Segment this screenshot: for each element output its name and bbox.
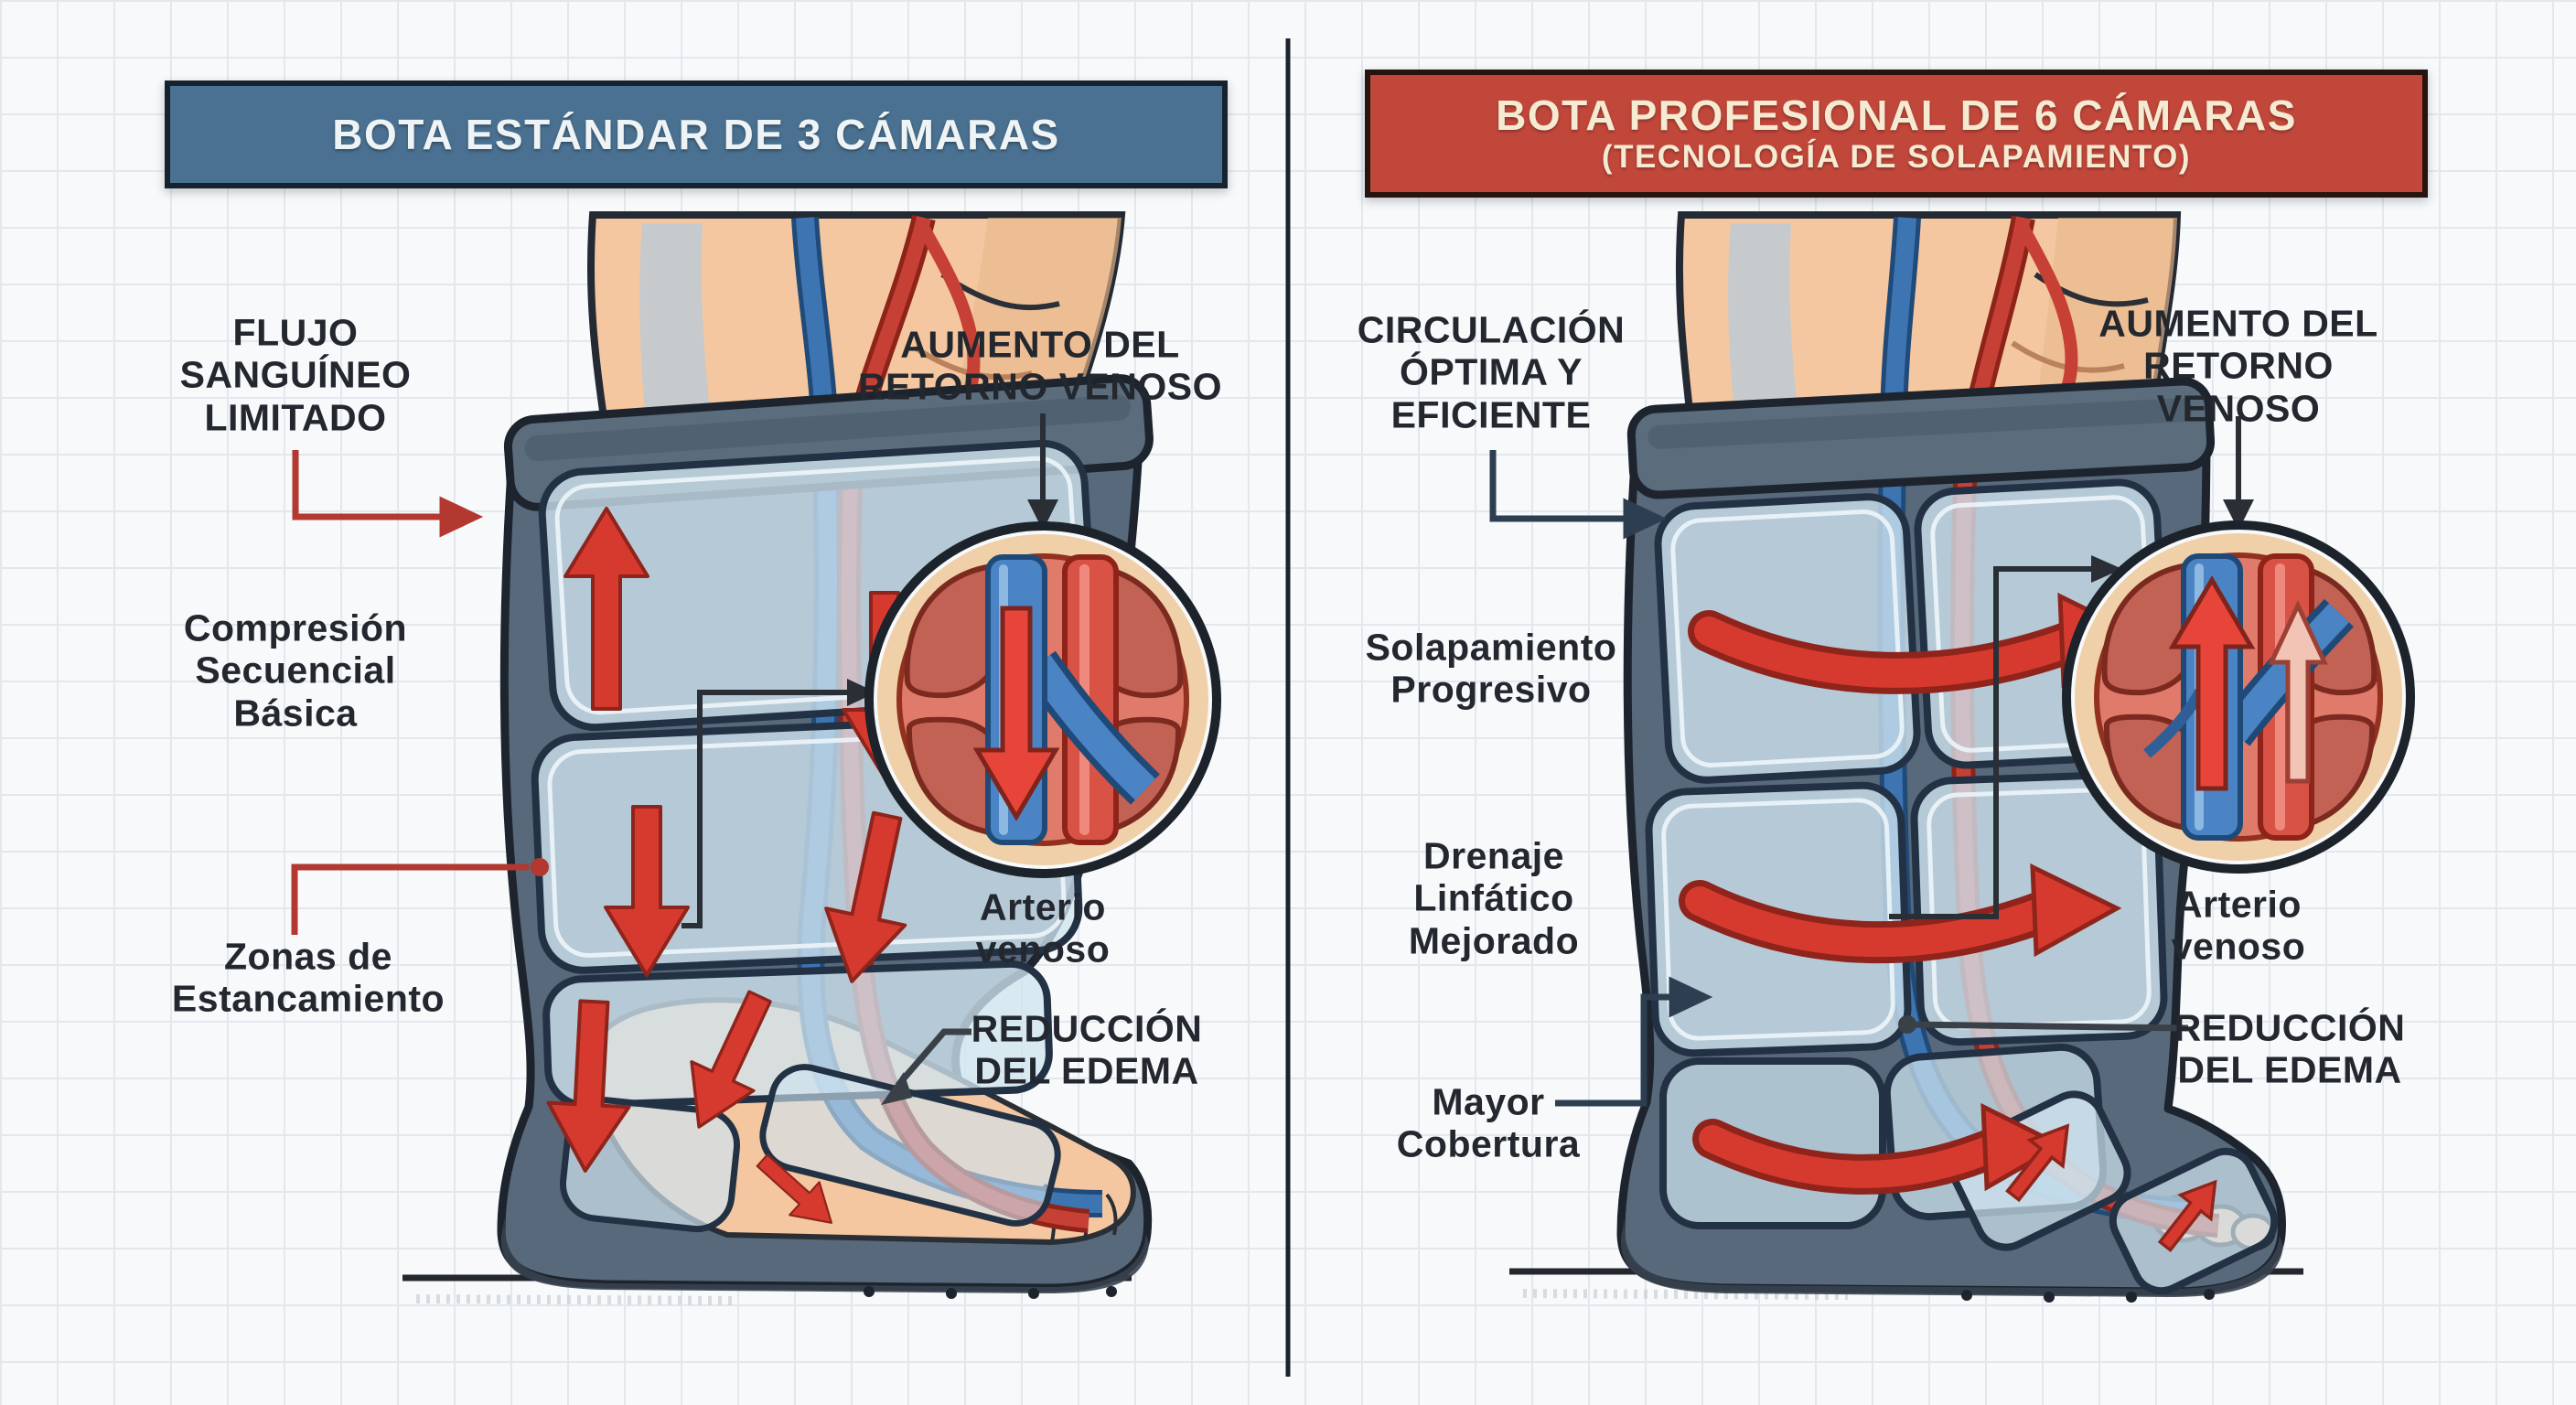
label-circulacion-optima: CIRCULACIÓN ÓPTIMA Y EFICIENTE [1357, 308, 1626, 436]
label-aumento-retorno-left: AUMENTO DEL RETORNO VENOSO [857, 323, 1223, 408]
right-boot-cuff [1626, 377, 2216, 499]
label-flujo-sanguineo: FLUJO SANGUÍNEO LIMITADO [179, 311, 412, 439]
right-boot-sole [1620, 1218, 2283, 1297]
reduccion-connector-right [1898, 1015, 2189, 1034]
left-panel-header: BOTA ESTÁNDAR DE 3 CÁMARAS [165, 80, 1228, 188]
inset-up-arrow-vein [2168, 575, 2256, 791]
aumento-arrow-left [1027, 413, 1058, 531]
label-reduccion-edema-left: REDUCCIÓN DEL EDEMA [971, 1007, 1203, 1092]
inset-up-arrow-artery [2268, 600, 2328, 784]
inset-connector-left [682, 679, 876, 928]
right-panel-title: BOTA PROFESIONAL DE 6 CÁMARAS [1496, 91, 2297, 140]
inset-down-arrow [972, 606, 1060, 821]
circulacion-arrow [1489, 450, 1668, 540]
label-drenaje-linfatico: Drenaje Linfático Mejorado [1408, 834, 1580, 962]
left-instep-pad [759, 1064, 1061, 1227]
aumento-arrow-right [2223, 416, 2254, 531]
label-aumento-retorno-right: AUMENTO DEL RETORNO VENOSO [2098, 302, 2378, 430]
right-sole-treads [1961, 1289, 2215, 1303]
flujo-arrow [292, 450, 484, 538]
left-flow-arrows [546, 507, 928, 1224]
zonas-connector [291, 858, 549, 935]
inset-connector-right [1889, 555, 2122, 919]
reduccion-arrow-left [881, 1028, 971, 1105]
label-mayor-cobertura: Mayor Cobertura [1396, 1080, 1581, 1165]
right-panel-header: BOTA PROFESIONAL DE 6 CÁMARAS (TECNOLOGÍ… [1365, 70, 2428, 198]
left-panel-title: BOTA ESTÁNDAR DE 3 CÁMARAS [332, 111, 1060, 158]
right-panel-subtitle: (TECNOLOGÍA DE SOLAPAMIENTO) [1601, 139, 2192, 176]
mayor-connector [1555, 976, 1713, 1107]
left-boot-sole [500, 1217, 1149, 1293]
label-solapamiento-progresivo: Solapamiento Progresivo [1365, 626, 1617, 711]
label-reduccion-edema-right: REDUCCIÓN DEL EDEMA [2174, 1006, 2406, 1091]
right-inset-circle [2062, 520, 2415, 874]
label-zonas-estancamiento: Zonas de Estancamiento [171, 935, 445, 1020]
label-arterio-venoso-left: Arterio venoso [975, 885, 1111, 971]
label-arterio-venoso-right: Arterio venoso [2171, 883, 2306, 968]
left-inset-circle [864, 521, 1221, 878]
label-compresion-secuencial: Compresión Secuencial Básica [183, 606, 408, 735]
left-sole-treads [864, 1286, 1117, 1299]
